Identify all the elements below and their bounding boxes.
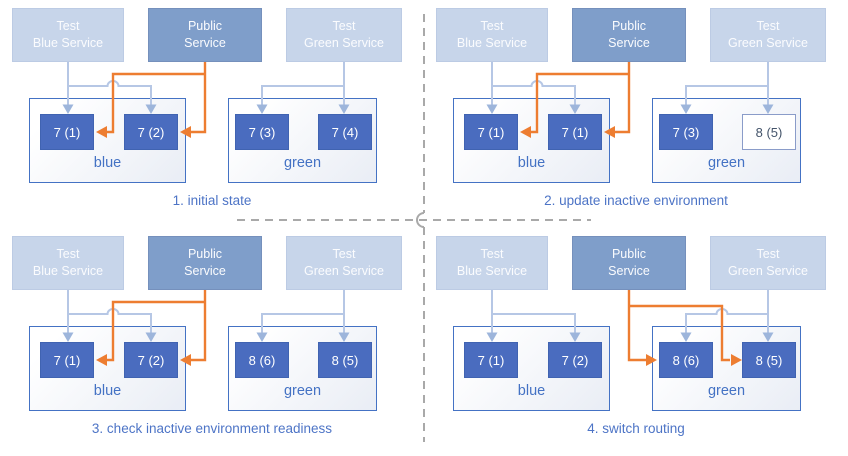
public-service-label: Public Service xyxy=(608,247,650,278)
green-environment-label: green xyxy=(707,383,746,399)
test-green-service-label: Test Green Service xyxy=(728,19,808,50)
pod-replica: 8 (6) xyxy=(659,342,713,378)
pod-replica: 7 (3) xyxy=(659,114,713,150)
test-green-service-box: Test Green Service xyxy=(710,236,826,290)
pod-replica: 7 (2) xyxy=(548,342,602,378)
test-green-service-label: Test Green Service xyxy=(304,19,384,50)
test-blue-service-label: Test Blue Service xyxy=(456,247,528,278)
test-green-service-box: Test Green Service xyxy=(286,8,402,62)
pod-replica: 7 (1) xyxy=(40,114,94,150)
pod-replica: 7 (2) xyxy=(124,114,178,150)
green-environment-label: green xyxy=(707,155,746,171)
test-green-service-label: Test Green Service xyxy=(304,247,384,278)
test-blue-service-box: Test Blue Service xyxy=(436,236,548,290)
test-blue-service-label: Test Blue Service xyxy=(456,19,528,50)
pod-replica: 8 (5) xyxy=(742,342,796,378)
pod-replica: 7 (3) xyxy=(235,114,289,150)
pod-replica: 7 (4) xyxy=(318,114,372,150)
test-blue-service-label: Test Blue Service xyxy=(32,247,104,278)
test-blue-service-box: Test Blue Service xyxy=(12,236,124,290)
panel-3-check-readiness: Test Blue Service Public Service Test Gr… xyxy=(0,228,424,456)
pod-replica: 8 (5) xyxy=(742,114,796,150)
test-blue-service-label: Test Blue Service xyxy=(32,19,104,50)
test-green-service-label: Test Green Service xyxy=(728,247,808,278)
public-service-box: Public Service xyxy=(572,8,686,62)
step-caption: 3. check inactive environment readiness xyxy=(91,421,333,436)
blue-environment-label: blue xyxy=(517,155,546,171)
step-caption: 1. initial state xyxy=(172,193,252,208)
step-caption: 2. update inactive environment xyxy=(544,193,728,208)
pod-replica: 8 (5) xyxy=(318,342,372,378)
test-blue-service-box: Test Blue Service xyxy=(12,8,124,62)
blue-environment-label: blue xyxy=(517,383,546,399)
green-environment-label: green xyxy=(283,383,322,399)
blue-environment-label: blue xyxy=(93,383,122,399)
green-environment-label: green xyxy=(283,155,322,171)
pod-replica: 7 (2) xyxy=(124,342,178,378)
test-green-service-box: Test Green Service xyxy=(710,8,826,62)
pod-replica: 7 (1) xyxy=(464,342,518,378)
public-service-label: Public Service xyxy=(608,19,650,50)
public-service-box: Public Service xyxy=(148,236,262,290)
step-caption: 4. switch routing xyxy=(587,421,685,436)
public-service-box: Public Service xyxy=(572,236,686,290)
panel-1-initial-state: Test Blue Service Public Service Test Gr… xyxy=(0,0,424,228)
panel-4-switch-routing: Test Blue Service Public Service Test Gr… xyxy=(424,228,848,456)
pod-replica: 8 (6) xyxy=(235,342,289,378)
blue-environment-label: blue xyxy=(93,155,122,171)
pod-replica: 7 (1) xyxy=(548,114,602,150)
public-service-label: Public Service xyxy=(184,247,226,278)
public-service-box: Public Service xyxy=(148,8,262,62)
pod-replica: 7 (1) xyxy=(464,114,518,150)
test-green-service-box: Test Green Service xyxy=(286,236,402,290)
pod-replica: 7 (1) xyxy=(40,342,94,378)
panel-2-update-inactive: Test Blue Service Public Service Test Gr… xyxy=(424,0,848,228)
public-service-label: Public Service xyxy=(184,19,226,50)
test-blue-service-box: Test Blue Service xyxy=(436,8,548,62)
